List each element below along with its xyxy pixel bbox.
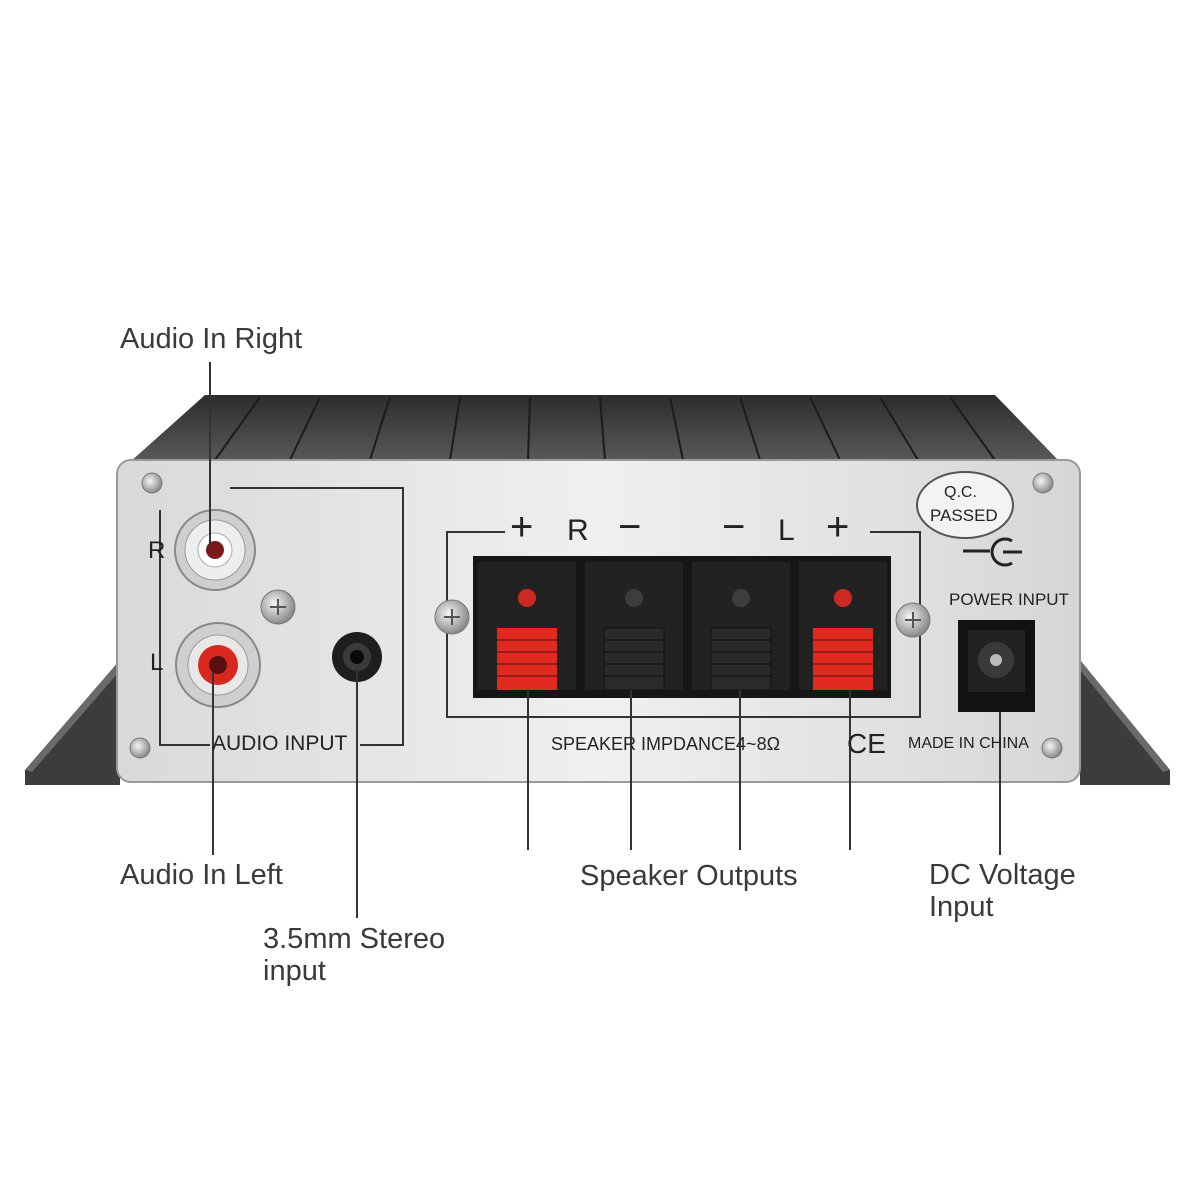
- mounting-flange-left: [25, 660, 125, 785]
- qc-line-1: Q.C.: [944, 484, 977, 501]
- callout-stereo-input-line2: input: [263, 955, 326, 987]
- ce-mark: CE: [847, 728, 886, 759]
- rca-left-label: L: [150, 649, 164, 676]
- rca-right-label: R: [148, 537, 166, 564]
- callout-speaker-outputs: Speaker Outputs: [580, 860, 798, 892]
- speaker-terminals: [478, 562, 887, 691]
- speaker-plus-right: +: [510, 505, 534, 549]
- mounting-flange-right: [1076, 660, 1170, 785]
- rca-jack-left: [175, 622, 261, 708]
- callout-audio-in-left: Audio In Left: [120, 859, 283, 891]
- dc-polarity-icon: [963, 537, 1022, 567]
- made-in-label: MADE IN CHINA: [908, 735, 1029, 752]
- stereo-jack-3-5mm: [332, 632, 382, 682]
- rca-jack-right: [174, 509, 256, 591]
- callout-dc-voltage-line2: Input: [929, 891, 994, 923]
- qc-line-2: PASSED: [930, 506, 998, 525]
- speaker-minus-left: −: [722, 505, 746, 549]
- qc-passed-sticker: [916, 471, 1014, 539]
- callout-leader-lines: [209, 362, 1001, 918]
- impedance-label: SPEAKER IMPDANCE4~8Ω: [551, 734, 781, 754]
- power-input-label: POWER INPUT: [949, 590, 1069, 609]
- audio-input-label: AUDIO INPUT: [212, 732, 348, 755]
- power-input-jack: [958, 620, 1035, 712]
- speaker-minus-right: −: [618, 505, 642, 549]
- callout-stereo-input-line1: 3.5mm Stereo: [263, 923, 446, 955]
- speaker-r-label: R: [567, 514, 589, 547]
- heatsink-top: [130, 395, 1060, 462]
- speaker-l-label: L: [778, 514, 795, 547]
- callout-audio-in-right: Audio In Right: [120, 323, 303, 355]
- audio-input-frame: [159, 487, 404, 746]
- speaker-plus-left: +: [826, 505, 850, 549]
- callout-dc-voltage-line1: DC Voltage: [929, 859, 1076, 891]
- panel-screws: [129, 472, 1063, 759]
- speaker-output-frame: [446, 531, 921, 718]
